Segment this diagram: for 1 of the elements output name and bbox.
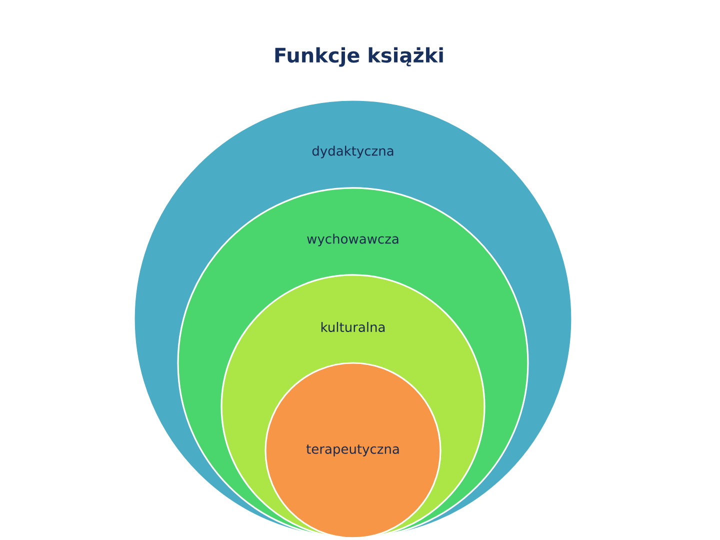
title: Funkcje książki xyxy=(275,47,443,67)
